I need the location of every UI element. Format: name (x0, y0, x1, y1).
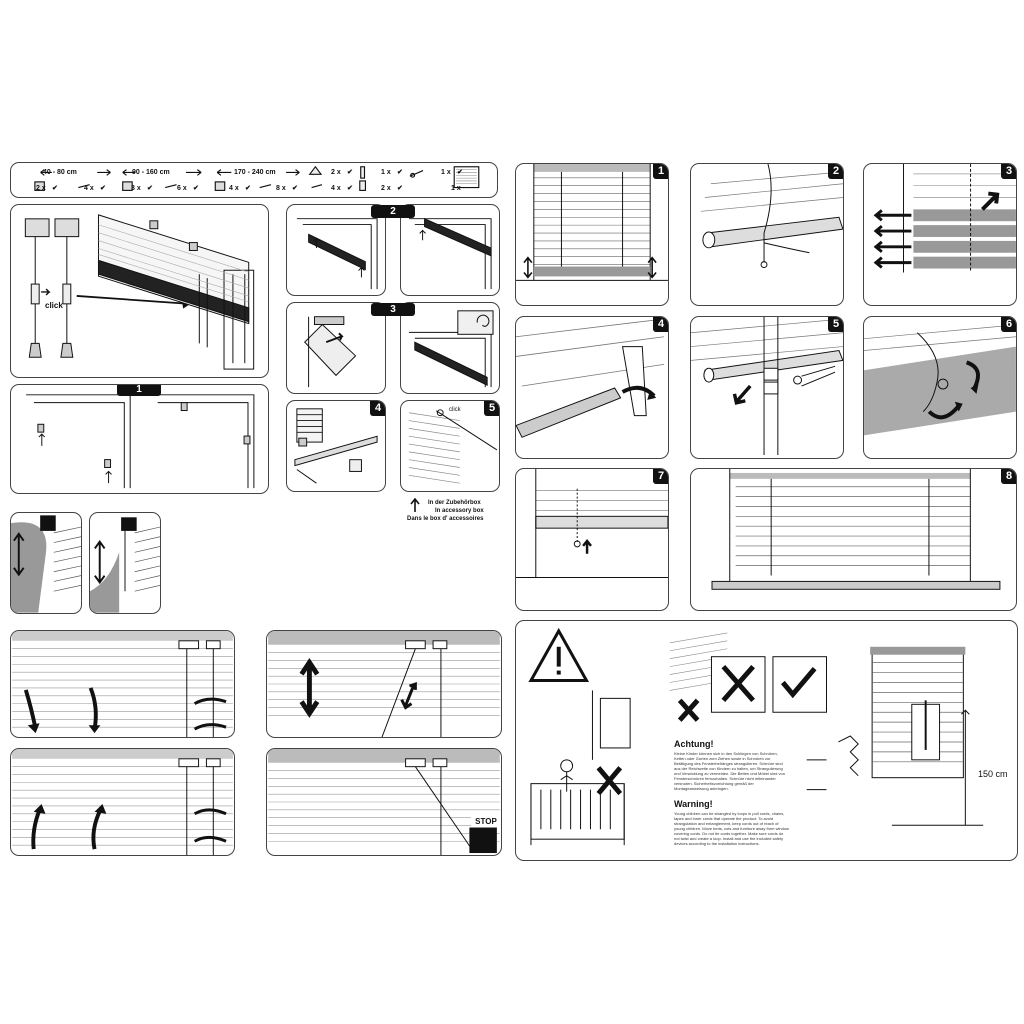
screws-count-2: 6 x (177, 185, 187, 192)
step2-right-drawing (408, 217, 492, 290)
warning-text: Young children can be strangled by loops… (674, 811, 789, 846)
check-icon: ✔ (147, 185, 153, 192)
tilt-wand-right-panel (89, 512, 161, 614)
holddown-count: 2 x (331, 169, 341, 176)
size-range-1: 40 - 80 cm (43, 169, 77, 176)
tassel-count: 2 x (381, 185, 391, 192)
tilt-wand-left-drawing (11, 515, 81, 613)
shorten-step5-drawing (691, 317, 843, 456)
step3-right-panel (400, 302, 500, 394)
brackets-count-2: 3 x (131, 185, 141, 192)
tilt-close-drawing (12, 749, 233, 855)
accessory-box-en: In accessory box (435, 508, 484, 514)
tilt-close-panel (10, 748, 235, 856)
shorten-step6-drawing (864, 324, 1016, 436)
shorten-step5-panel: 2 3 5 (690, 316, 844, 459)
shorten-badge-2: 2 (828, 164, 843, 179)
shorten-step2-drawing (700, 164, 843, 269)
shorten-badge-1: 1 (653, 164, 668, 179)
step-badge-3: 3 (371, 303, 415, 316)
shorten-badge-5: 5 (828, 317, 843, 332)
shorten-badge-4: 4 (653, 317, 668, 332)
warning-heading: Warning! (674, 799, 713, 809)
shorten-step1-panel: 1 (515, 163, 669, 306)
parts-drawing (34, 165, 480, 191)
size-range-3: 170 - 240 cm (234, 169, 276, 176)
tilt-open-panel (10, 630, 235, 738)
height-label: 150 cm (978, 769, 1008, 779)
check-icon: ✔ (193, 185, 199, 192)
shorten-step4-drawing (516, 318, 665, 438)
safety-panel: Achtung! Kleine Kinder können sich in de… (515, 620, 1018, 861)
size-range-2: 90 - 160 cm (132, 169, 170, 176)
shorten-step6-panel: 6 (863, 316, 1017, 459)
accessory-box-de: In der Zubehörbox (428, 500, 481, 506)
step5-panel: click 5 (400, 400, 500, 492)
accessory-box-fr: Dans le box d' accessoires (407, 516, 484, 522)
brackets-count-3: 4 x (229, 185, 239, 192)
shorten-step2-panel: 2 (690, 163, 844, 306)
wand-count: 1 x (381, 169, 391, 176)
achtung-heading: Achtung! (674, 739, 714, 749)
step3-left-panel (286, 302, 386, 394)
check-icon: ✔ (347, 169, 353, 176)
shorten-badge-6: 6 (1001, 317, 1016, 332)
shorten-step3-panel: 3 (863, 163, 1017, 306)
step3-left-drawing (304, 316, 357, 388)
step-badge-1: 1 (117, 385, 161, 396)
achtung-text: Kleine Kinder können sich in den Schling… (674, 751, 785, 791)
check-icon: ✔ (397, 185, 403, 192)
screws-count-1: 4 x (84, 185, 94, 192)
check-icon: ✔ (347, 185, 353, 192)
check-icon: ✔ (397, 169, 403, 176)
shorten-step7-drawing (516, 469, 668, 578)
check-icon: ✔ (100, 185, 106, 192)
step-badge-4: 4 (370, 401, 385, 416)
hook-count: 1 x (441, 169, 451, 176)
stop-drawing (268, 749, 500, 855)
tilt-open-drawing (12, 631, 233, 737)
wand-attach-drawing (24, 214, 255, 370)
shorten-step8-panel: 8 (690, 468, 1017, 611)
parts-panel: 40 - 80 cm 90 - 160 cm 170 - 240 cm 2 x … (10, 162, 498, 198)
shorten-step1-drawing (516, 164, 668, 281)
holddown-screw-count: 4 x (331, 185, 341, 192)
raise-lower-panel (266, 630, 502, 738)
step-badge-5: 5 (484, 401, 499, 416)
step4-panel: 4 (286, 400, 386, 492)
shorten-badge-7: 7 (653, 469, 668, 484)
stop-label: STOP (471, 817, 501, 827)
shorten-badge-8: 8 (1001, 469, 1016, 484)
step-badge-2: 2 (371, 205, 415, 218)
shorten-step3-drawing (873, 164, 1016, 273)
step2-right-panel (400, 204, 500, 296)
safety-drawing (528, 627, 984, 846)
tilt-wand-right-drawing (90, 517, 160, 613)
blind-count: 1 x (451, 185, 461, 192)
screws-count-3: 8 x (276, 185, 286, 192)
check-icon: ✔ (52, 185, 58, 192)
brackets-count-1: 2 x (36, 185, 46, 192)
step2-left-panel (286, 204, 386, 296)
step4-drawing (294, 408, 378, 484)
shorten-step8-drawing (711, 469, 1001, 590)
step1-panel: 1 (10, 384, 269, 494)
step3-right-drawing (408, 310, 494, 388)
click-label: click (45, 301, 63, 310)
step1-drawing (26, 394, 255, 489)
shorten-step4-panel: 4 (515, 316, 669, 459)
wand-attach-panel: click (10, 204, 269, 378)
shorten-step7-panel: 7 (515, 468, 669, 611)
raise-lower-drawing (268, 631, 500, 737)
check-icon: ✔ (292, 185, 298, 192)
stop-panel: STOP (266, 748, 502, 856)
tilt-wand-left-panel (10, 512, 82, 614)
step2-left-drawing (296, 218, 378, 290)
click-small-label: click (449, 407, 461, 413)
shorten-badge-3: 3 (1001, 164, 1016, 179)
check-icon: ✔ (245, 185, 251, 192)
step5-drawing (408, 409, 498, 484)
check-icon: ✔ (457, 169, 463, 176)
arrow-up-icon (410, 498, 420, 512)
